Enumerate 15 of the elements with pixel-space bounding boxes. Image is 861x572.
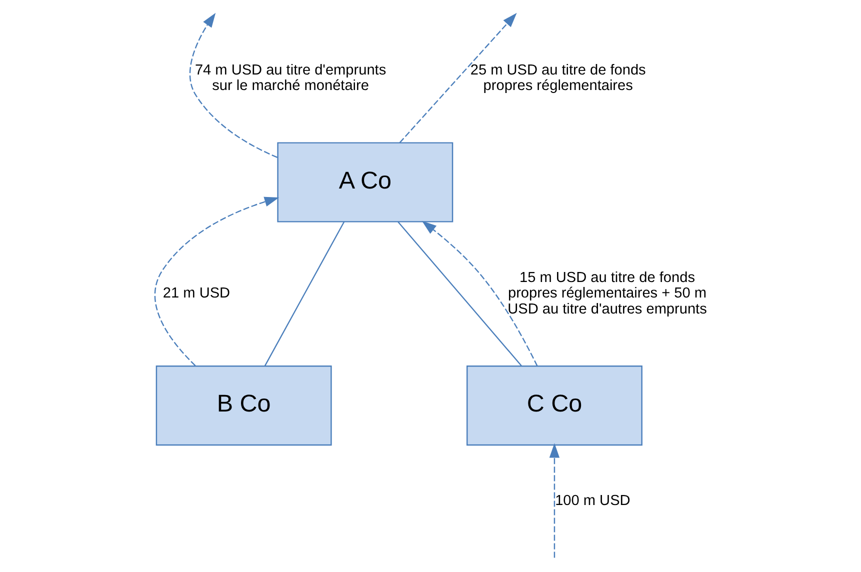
arrow <box>399 12 517 144</box>
node-box: B Co <box>156 365 332 446</box>
arrow <box>549 443 560 558</box>
node-box: C Co <box>466 365 642 446</box>
arrow <box>189 12 278 158</box>
node-box: A Co <box>277 142 454 222</box>
edge-label: 15 m USD au titre de fonds propres réglementaires + 50 m USD au titre d'autres emprunts <box>508 270 707 318</box>
edge-label: 100 m USD <box>555 493 630 510</box>
edge-label: 74 m USD au titre d'emprunts sur le marché monétaire <box>194 62 386 94</box>
arrow <box>422 220 538 366</box>
edge-label: 21 m USD <box>162 286 230 302</box>
arrow <box>154 196 280 366</box>
connector <box>398 221 522 366</box>
connector <box>264 222 345 366</box>
edge-label: 25 m USD au titre de fonds propres réglementaires <box>470 62 646 94</box>
